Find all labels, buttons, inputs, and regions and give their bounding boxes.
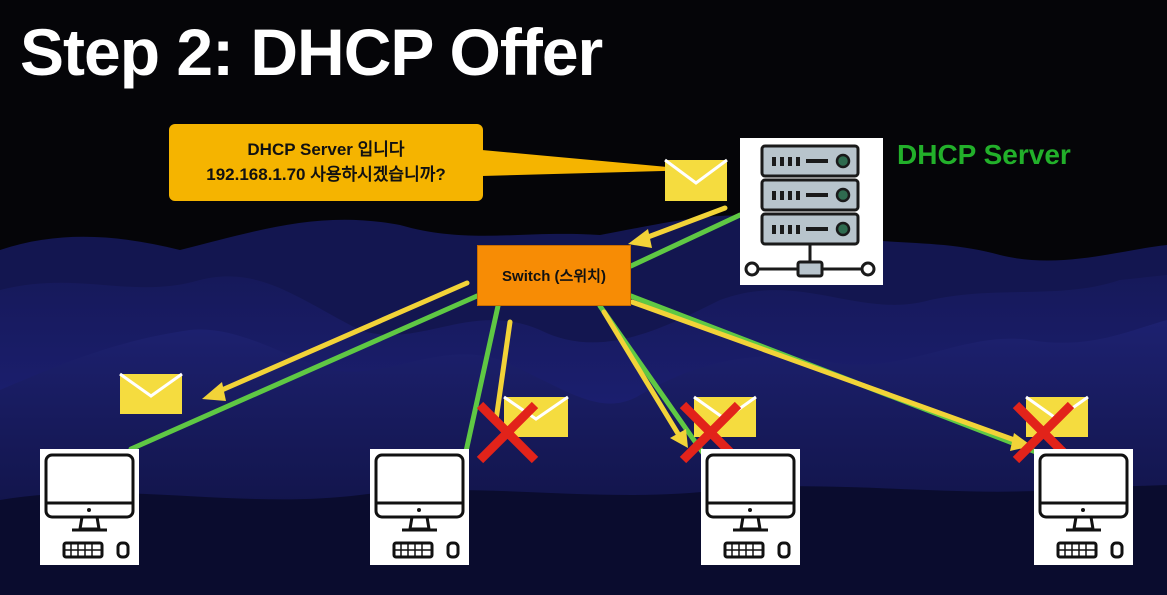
client-pc-1[interactable]	[40, 449, 139, 565]
page-title: Step 2: DHCP Offer	[20, 15, 603, 89]
client-pc-3[interactable]	[701, 449, 800, 565]
offer-arrow-pc4	[629, 299, 1023, 445]
network-switch[interactable]: Switch (스위치)	[477, 245, 631, 306]
desktop-computer-icon	[705, 453, 796, 559]
offer-message-text: DHCP Server 입니다 192.168.1.70 사용하시겠습니까?	[169, 137, 483, 187]
dhcp-server[interactable]	[740, 138, 883, 285]
client-pc-4[interactable]	[1034, 449, 1133, 565]
link-server-switch	[628, 212, 743, 269]
offer-arrow-pc3	[601, 309, 683, 440]
desktop-computer-icon	[44, 453, 135, 559]
offer-arrow-pc1	[212, 280, 470, 396]
desktop-computer-icon	[374, 453, 465, 559]
bubble-tail	[482, 150, 700, 176]
offer-arrow-server-switch	[637, 205, 728, 243]
envelope-icon	[119, 372, 183, 414]
offer-arrowhead-server-switch	[628, 229, 652, 248]
red-x-icon	[476, 401, 539, 464]
server-rack-icon	[744, 144, 876, 278]
dhcp-server-label: DHCP Server	[897, 139, 1071, 170]
desktop-computer-icon	[1038, 453, 1129, 559]
offer-arrow-pc2	[493, 319, 513, 423]
offer-message-line-1: DHCP Server 입니다	[247, 140, 405, 159]
offer-arrowhead-pc1	[202, 382, 226, 401]
offer-arrowhead-pc3	[670, 429, 688, 448]
envelope-icon	[503, 395, 569, 437]
switch-label: Switch (스위치)	[502, 268, 606, 285]
offer-message-bubble: DHCP Server 입니다 192.168.1.70 사용하시겠습니까?	[169, 124, 483, 201]
link-switch-pc1	[128, 293, 480, 452]
client-pc-2[interactable]	[370, 449, 469, 565]
envelope-icon	[664, 158, 728, 201]
offer-message-line-2: 192.168.1.70 사용하시겠습니까?	[206, 165, 446, 184]
link-switch-pc2	[462, 303, 501, 459]
